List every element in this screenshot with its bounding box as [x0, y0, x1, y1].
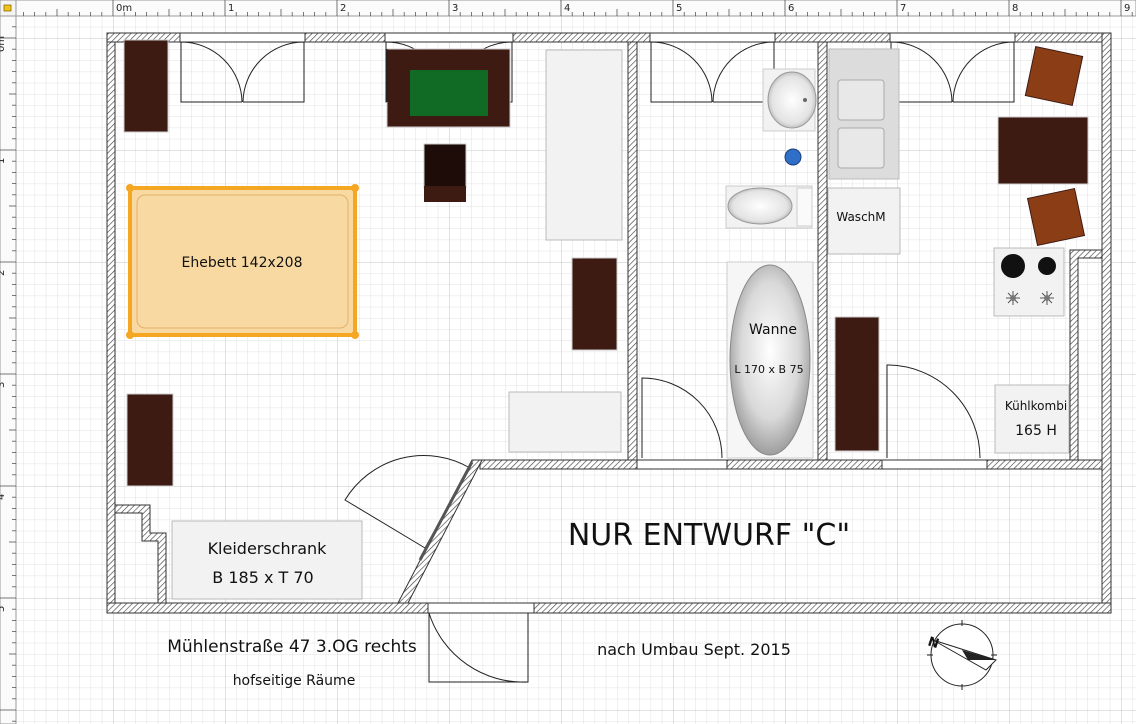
door-bedroom-leaf[interactable]: [418, 461, 474, 561]
opening-bathroom[interactable]: [636, 459, 728, 470]
wall-chimney[interactable]: [114, 504, 167, 604]
chair-top[interactable]: [1024, 45, 1084, 107]
wall-east[interactable]: [1101, 32, 1112, 614]
kitchen-fixtures[interactable]: WaschM Kühlkombi 165 H: [827, 45, 1089, 454]
compass-needle: [932, 639, 997, 671]
door-entrance[interactable]: [428, 612, 529, 683]
bed[interactable]: Ehebett 142x208: [126, 184, 359, 339]
door-bathroom[interactable]: [641, 377, 723, 459]
ruler-left-label: 3: [0, 382, 7, 388]
stool-base: [424, 186, 466, 202]
compass-north-letter: N: [926, 635, 941, 653]
opening-entrance[interactable]: [427, 602, 535, 614]
bed-frame[interactable]: [128, 186, 357, 337]
door-kitchen[interactable]: [886, 364, 981, 459]
washer-label: WaschM: [836, 210, 885, 224]
stool[interactable]: [423, 143, 467, 189]
wall-bedroom-bath[interactable]: [627, 41, 638, 461]
ruler-left[interactable]: 0m 1 2 3 4 5: [0, 15, 17, 724]
ruler-top-label: 5: [676, 3, 682, 14]
ruler-top-label: 3: [452, 3, 458, 14]
wardrobe-box[interactable]: [171, 520, 363, 600]
wall-bath-kitchen[interactable]: [817, 41, 828, 461]
window-bathroom[interactable]: [649, 32, 776, 43]
wall-hall-north[interactable]: [479, 459, 1103, 470]
fridge-label: Kühlkombi: [1005, 399, 1067, 413]
wardrobe-size: B 185 x T 70: [212, 568, 313, 587]
draft-title: NUR ENTWURF "C": [568, 518, 850, 553]
fridge[interactable]: Kühlkombi 165 H: [994, 384, 1070, 454]
ruler-top-label: 1: [228, 3, 234, 14]
drain-knob: [784, 148, 802, 166]
shelf-dark[interactable]: [571, 257, 618, 351]
wardrobe[interactable]: Kleiderschrank B 185 x T 70: [171, 520, 363, 600]
wall-west[interactable]: [106, 32, 116, 614]
renovation-note: nach Umbau Sept. 2015: [597, 640, 791, 659]
window-bedroom-1[interactable]: [179, 32, 306, 43]
ruler-top-label: 6: [788, 3, 794, 14]
ruler-top-label: 2: [340, 3, 346, 14]
washing-machine[interactable]: [827, 187, 901, 255]
bed-label: Ehebett 142x208: [182, 255, 303, 271]
walls[interactable]: [106, 32, 1112, 614]
ruler-left-label: 5: [0, 606, 7, 612]
rug-green: [410, 70, 488, 116]
ruler-left-label: 1: [0, 158, 7, 164]
desk[interactable]: [508, 391, 622, 453]
ruler-top-label: 9: [1124, 3, 1130, 14]
stove[interactable]: [993, 247, 1065, 317]
bathtub[interactable]: Wanne L 170 x B 75: [726, 261, 814, 459]
ruler-top-label: 0m: [116, 3, 132, 14]
window-kitchen[interactable]: [889, 32, 1016, 43]
wall-south[interactable]: [106, 602, 1112, 614]
ruler-left-label: 2: [0, 270, 7, 276]
bed-handle-tr[interactable]: [351, 184, 359, 192]
bathtub-size: L 170 x B 75: [734, 363, 803, 376]
bedroom-furniture[interactable]: Ehebett 142x208 Kleiderschrank B 185 x T…: [123, 39, 623, 600]
bathroom-fixtures[interactable]: Wanne L 170 x B 75: [725, 68, 817, 459]
fridge-height: 165 H: [1015, 423, 1057, 439]
wardrobe-label: Kleiderschrank: [208, 539, 328, 558]
kitchen-cabinet[interactable]: [834, 316, 880, 452]
ruler-left-label: 4: [0, 494, 7, 500]
ruler-top[interactable]: 0m 1 2 3 4 5 6 7 8 9: [0, 0, 1136, 17]
dining-table[interactable]: [997, 116, 1089, 185]
compass[interactable]: N: [926, 620, 997, 690]
wall-kitchen-niche[interactable]: [1069, 249, 1103, 461]
doors[interactable]: [344, 364, 981, 683]
rooms-note: hofseitige Räume: [233, 673, 356, 689]
bed-handle-tl[interactable]: [126, 184, 134, 192]
ruler-left-label: 0m: [0, 36, 7, 52]
window-openings[interactable]: [179, 32, 1016, 614]
cabinet-left[interactable]: [126, 393, 174, 487]
ruler-top-label: 4: [564, 3, 570, 14]
window-bedroom-2[interactable]: [384, 32, 514, 43]
chair-bottom[interactable]: [1026, 187, 1086, 247]
ruler-top-label: 7: [900, 3, 906, 14]
nightstand-left[interactable]: [123, 39, 169, 133]
ruler-corner-icon: [3, 4, 12, 12]
address-label: Mühlenstraße 47 3.OG rechts: [167, 637, 417, 657]
bed-handle-br[interactable]: [351, 331, 359, 339]
wardrobe-tall[interactable]: [545, 49, 623, 241]
ruler-top-label: 8: [1012, 3, 1018, 14]
bathtub-label: Wanne: [749, 322, 797, 338]
bed-handle-bl[interactable]: [126, 331, 134, 339]
opening-kitchen[interactable]: [881, 459, 988, 470]
